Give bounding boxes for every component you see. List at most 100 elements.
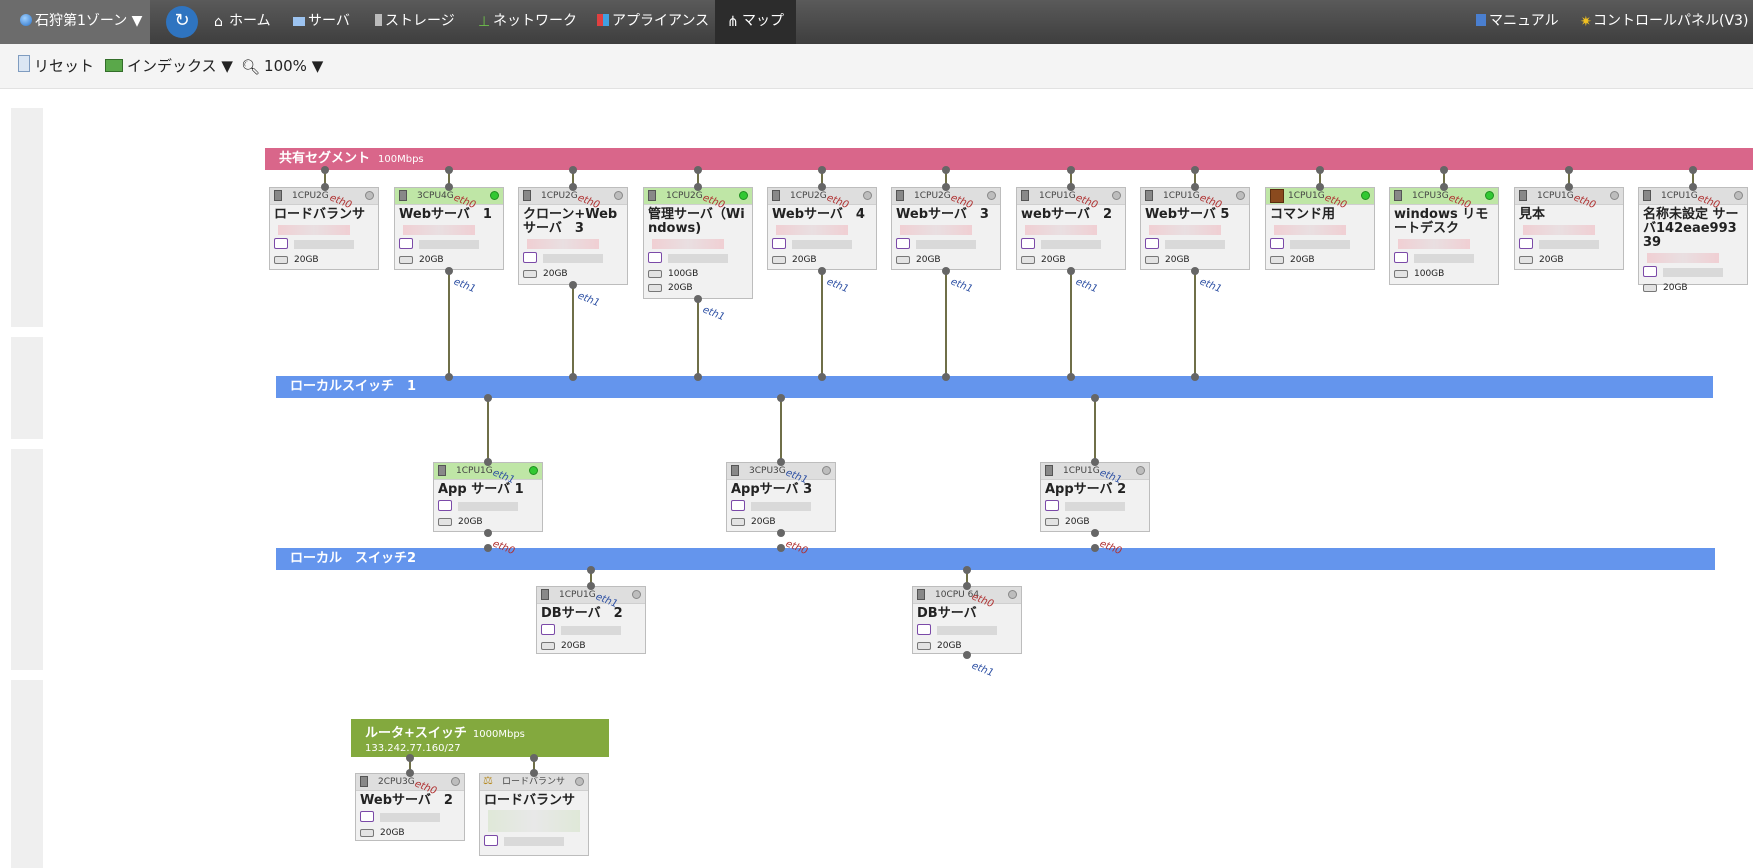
server-card[interactable]: 1CPU1G 名称未設定 サーバ142eae99339 20GB	[1638, 187, 1748, 293]
port-dot	[530, 769, 538, 777]
disk-icon	[399, 256, 413, 264]
loadbalancer-card[interactable]: ⚖ロードバランサ ロードバランサ	[479, 773, 589, 856]
redacted-ip	[543, 254, 603, 263]
disk-icon	[1394, 270, 1408, 278]
redacted-text	[1647, 253, 1719, 263]
nic-icon	[772, 238, 786, 249]
eth1-label: eth1	[824, 276, 851, 296]
disk-icon	[1021, 256, 1035, 264]
redacted-text	[1523, 225, 1595, 235]
wire	[487, 398, 489, 462]
disk-icon	[523, 270, 537, 278]
port-dot	[569, 281, 577, 289]
redacted-text	[1274, 225, 1346, 235]
network-icon: ⊥	[478, 14, 491, 30]
sun-icon: ✷	[1580, 14, 1592, 30]
port-dot	[1067, 373, 1075, 381]
server-card[interactable]: 1CPU1G Appサーバ 2 20GB	[1040, 462, 1150, 532]
redacted-ip	[937, 626, 997, 635]
port-dot	[569, 166, 577, 174]
server-icon	[1021, 190, 1029, 201]
port-dot	[484, 544, 492, 552]
server-icon	[896, 190, 904, 201]
wire	[1568, 170, 1570, 188]
eth1-label: eth1	[948, 276, 975, 296]
port-dot	[1091, 529, 1099, 537]
nav-manual[interactable]: マニュアル	[1476, 0, 1559, 44]
local-switch-1[interactable]: ローカルスイッチ 1	[276, 376, 1713, 398]
port-dot	[484, 529, 492, 537]
redacted-text	[1149, 225, 1221, 235]
zoom-dropdown[interactable]: 🔍︎100% ▼	[241, 44, 323, 88]
port-dot	[942, 267, 950, 275]
port-dot	[406, 754, 414, 762]
reset-button[interactable]: リセット	[18, 44, 94, 88]
refresh-button[interactable]: ↻	[166, 6, 198, 38]
nav-home[interactable]: ⌂ホーム	[214, 0, 271, 44]
row-gutter	[11, 680, 43, 868]
port-dot	[777, 394, 785, 402]
server-card[interactable]: 3CPU3G Appサーバ 3 20GB	[726, 462, 836, 532]
server-card[interactable]: 1CPU2G 管理サーバ（Windows) 100GB 20GB	[643, 187, 753, 299]
server-card[interactable]: 1CPU1G コマンド用 20GB	[1265, 187, 1375, 270]
index-dropdown[interactable]: インデックス ▼	[105, 44, 233, 88]
wire	[590, 570, 592, 586]
port-dot	[942, 166, 950, 174]
row-gutter	[11, 337, 43, 439]
nic-icon	[523, 252, 537, 263]
nav-appliance[interactable]: アプライアンス	[597, 0, 709, 44]
server-card[interactable]: 1CPU1G App サーバ 1 20GB	[433, 462, 543, 532]
server-card[interactable]: 10CPU 64 DBサーバ 20GB	[912, 586, 1022, 654]
server-icon	[274, 190, 282, 201]
local-switch-2[interactable]: ローカル スイッチ2	[276, 548, 1715, 570]
server-card[interactable]: 1CPU1G 見本 20GB	[1514, 187, 1624, 270]
redacted-ip	[1165, 240, 1225, 249]
server-icon	[438, 465, 446, 476]
zone-selector[interactable]: 石狩第1ゾーン ▼	[0, 0, 150, 44]
disk-icon	[1045, 518, 1059, 526]
nav-control-panel[interactable]: ✷コントロールパネル(V3)	[1580, 0, 1748, 44]
eth1-label: eth1	[1073, 276, 1100, 296]
status-indicator	[739, 191, 748, 200]
port-dot	[1689, 166, 1697, 174]
redacted-ip	[1539, 240, 1599, 249]
nav-map[interactable]: ⋔マップ	[715, 0, 796, 44]
redacted-ip	[792, 240, 852, 249]
server-card[interactable]: 2CPU3G Webサーバ 2 20GB	[355, 773, 465, 841]
wire	[821, 270, 823, 376]
disk-icon	[1519, 256, 1533, 264]
redacted-ip	[668, 254, 728, 263]
redacted-ip	[1290, 240, 1350, 249]
server-card[interactable]: 1CPU1G webサーバ 2 20GB	[1016, 187, 1126, 270]
disk-icon	[648, 270, 662, 278]
server-card[interactable]: 1CPU2G ロードバランサ 20GB	[269, 187, 379, 270]
redacted-ip	[419, 240, 479, 249]
server-card[interactable]: 1CPU1G Webサーバ 5 20GB	[1140, 187, 1250, 270]
server-card[interactable]: 1CPU2G Webサーバ 3 20GB	[891, 187, 1001, 270]
redacted-ip	[1663, 268, 1723, 277]
redacted-text	[488, 810, 580, 832]
status-indicator	[1734, 191, 1743, 200]
server-icon	[731, 465, 739, 476]
server-card[interactable]: 1CPU1G DBサーバ 2 20GB	[536, 586, 646, 654]
server-card[interactable]: 3CPU4G Webサーバ 1 20GB	[394, 187, 504, 270]
nav-storage[interactable]: ストレージ	[375, 0, 455, 44]
wire	[533, 758, 535, 774]
status-indicator	[1112, 191, 1121, 200]
server-card[interactable]: 1CPU2G Webサーバ 4 20GB	[767, 187, 877, 270]
disk-icon	[772, 256, 786, 264]
server-card[interactable]: 1CPU2G クローン+Webサーバ 3 20GB	[518, 187, 628, 285]
disk-icon	[360, 829, 374, 837]
wire	[821, 170, 823, 188]
status-indicator	[1236, 191, 1245, 200]
server-card[interactable]: 1CPU3G windows リモートデスク 100GB	[1389, 187, 1499, 285]
nic-icon	[731, 500, 745, 511]
nic-icon	[399, 238, 413, 249]
port-dot	[1191, 183, 1199, 191]
nav-server[interactable]: サーバ	[293, 0, 350, 44]
disk-icon	[1643, 284, 1657, 292]
nav-network[interactable]: ⊥ネットワーク	[478, 0, 577, 44]
status-indicator	[1136, 466, 1145, 475]
